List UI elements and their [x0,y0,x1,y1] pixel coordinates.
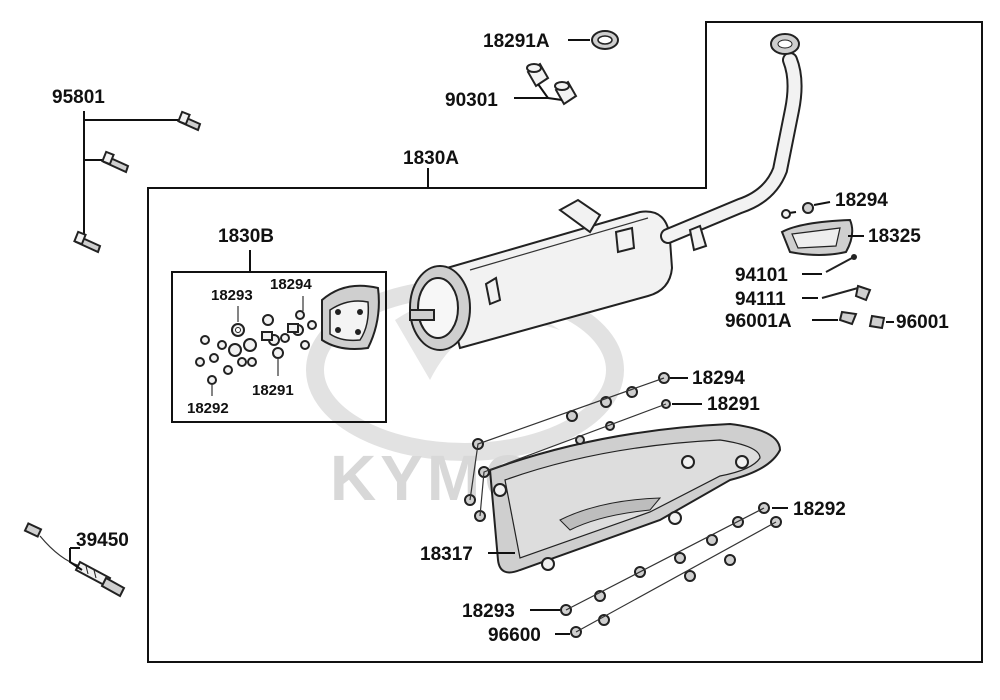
oxygen-sensor-39450 [23,522,126,598]
shield-fasteners-bottom [560,502,782,638]
label-94101: 94101 [735,265,788,286]
shield-fasteners-top [464,372,671,522]
small-fasteners [821,254,886,330]
label-18291a: 18291A [483,31,550,52]
kit-box-1830b [171,271,387,423]
label-96600: 96600 [488,625,541,646]
label-18294-shield: 18294 [692,368,745,389]
label-18294-top: 18294 [835,190,888,211]
label-kit-18292: 18292 [187,400,229,417]
label-1830a: 1830A [403,148,459,169]
label-18325: 18325 [868,226,921,247]
label-94111: 94111 [735,289,786,310]
label-18292-shield: 18292 [793,499,846,520]
label-18291-shield: 18291 [707,394,760,415]
bolts-95801 [73,110,202,254]
nuts-90301 [526,62,578,106]
assembly-frame-1830a [147,21,983,663]
muffler-assembly [409,33,803,351]
label-1830b: 1830B [218,226,274,247]
label-kit-18294: 18294 [270,276,312,293]
label-kit-18293: 18293 [211,287,253,304]
label-18293-bottom: 18293 [462,601,515,622]
label-96001a: 96001A [725,311,792,332]
nut-18294-top [802,202,814,214]
kit-small-parts [195,296,317,396]
kit-end-cap [321,284,380,350]
label-18317: 18317 [420,544,473,565]
heat-shield-18317 [488,422,782,574]
protector-18325 [780,218,854,256]
label-kit-18291: 18291 [252,382,294,399]
gasket-18291a [591,30,619,50]
label-95801: 95801 [52,87,105,108]
label-39450: 39450 [76,530,129,551]
label-96001: 96001 [896,312,949,333]
label-90301: 90301 [445,90,498,111]
